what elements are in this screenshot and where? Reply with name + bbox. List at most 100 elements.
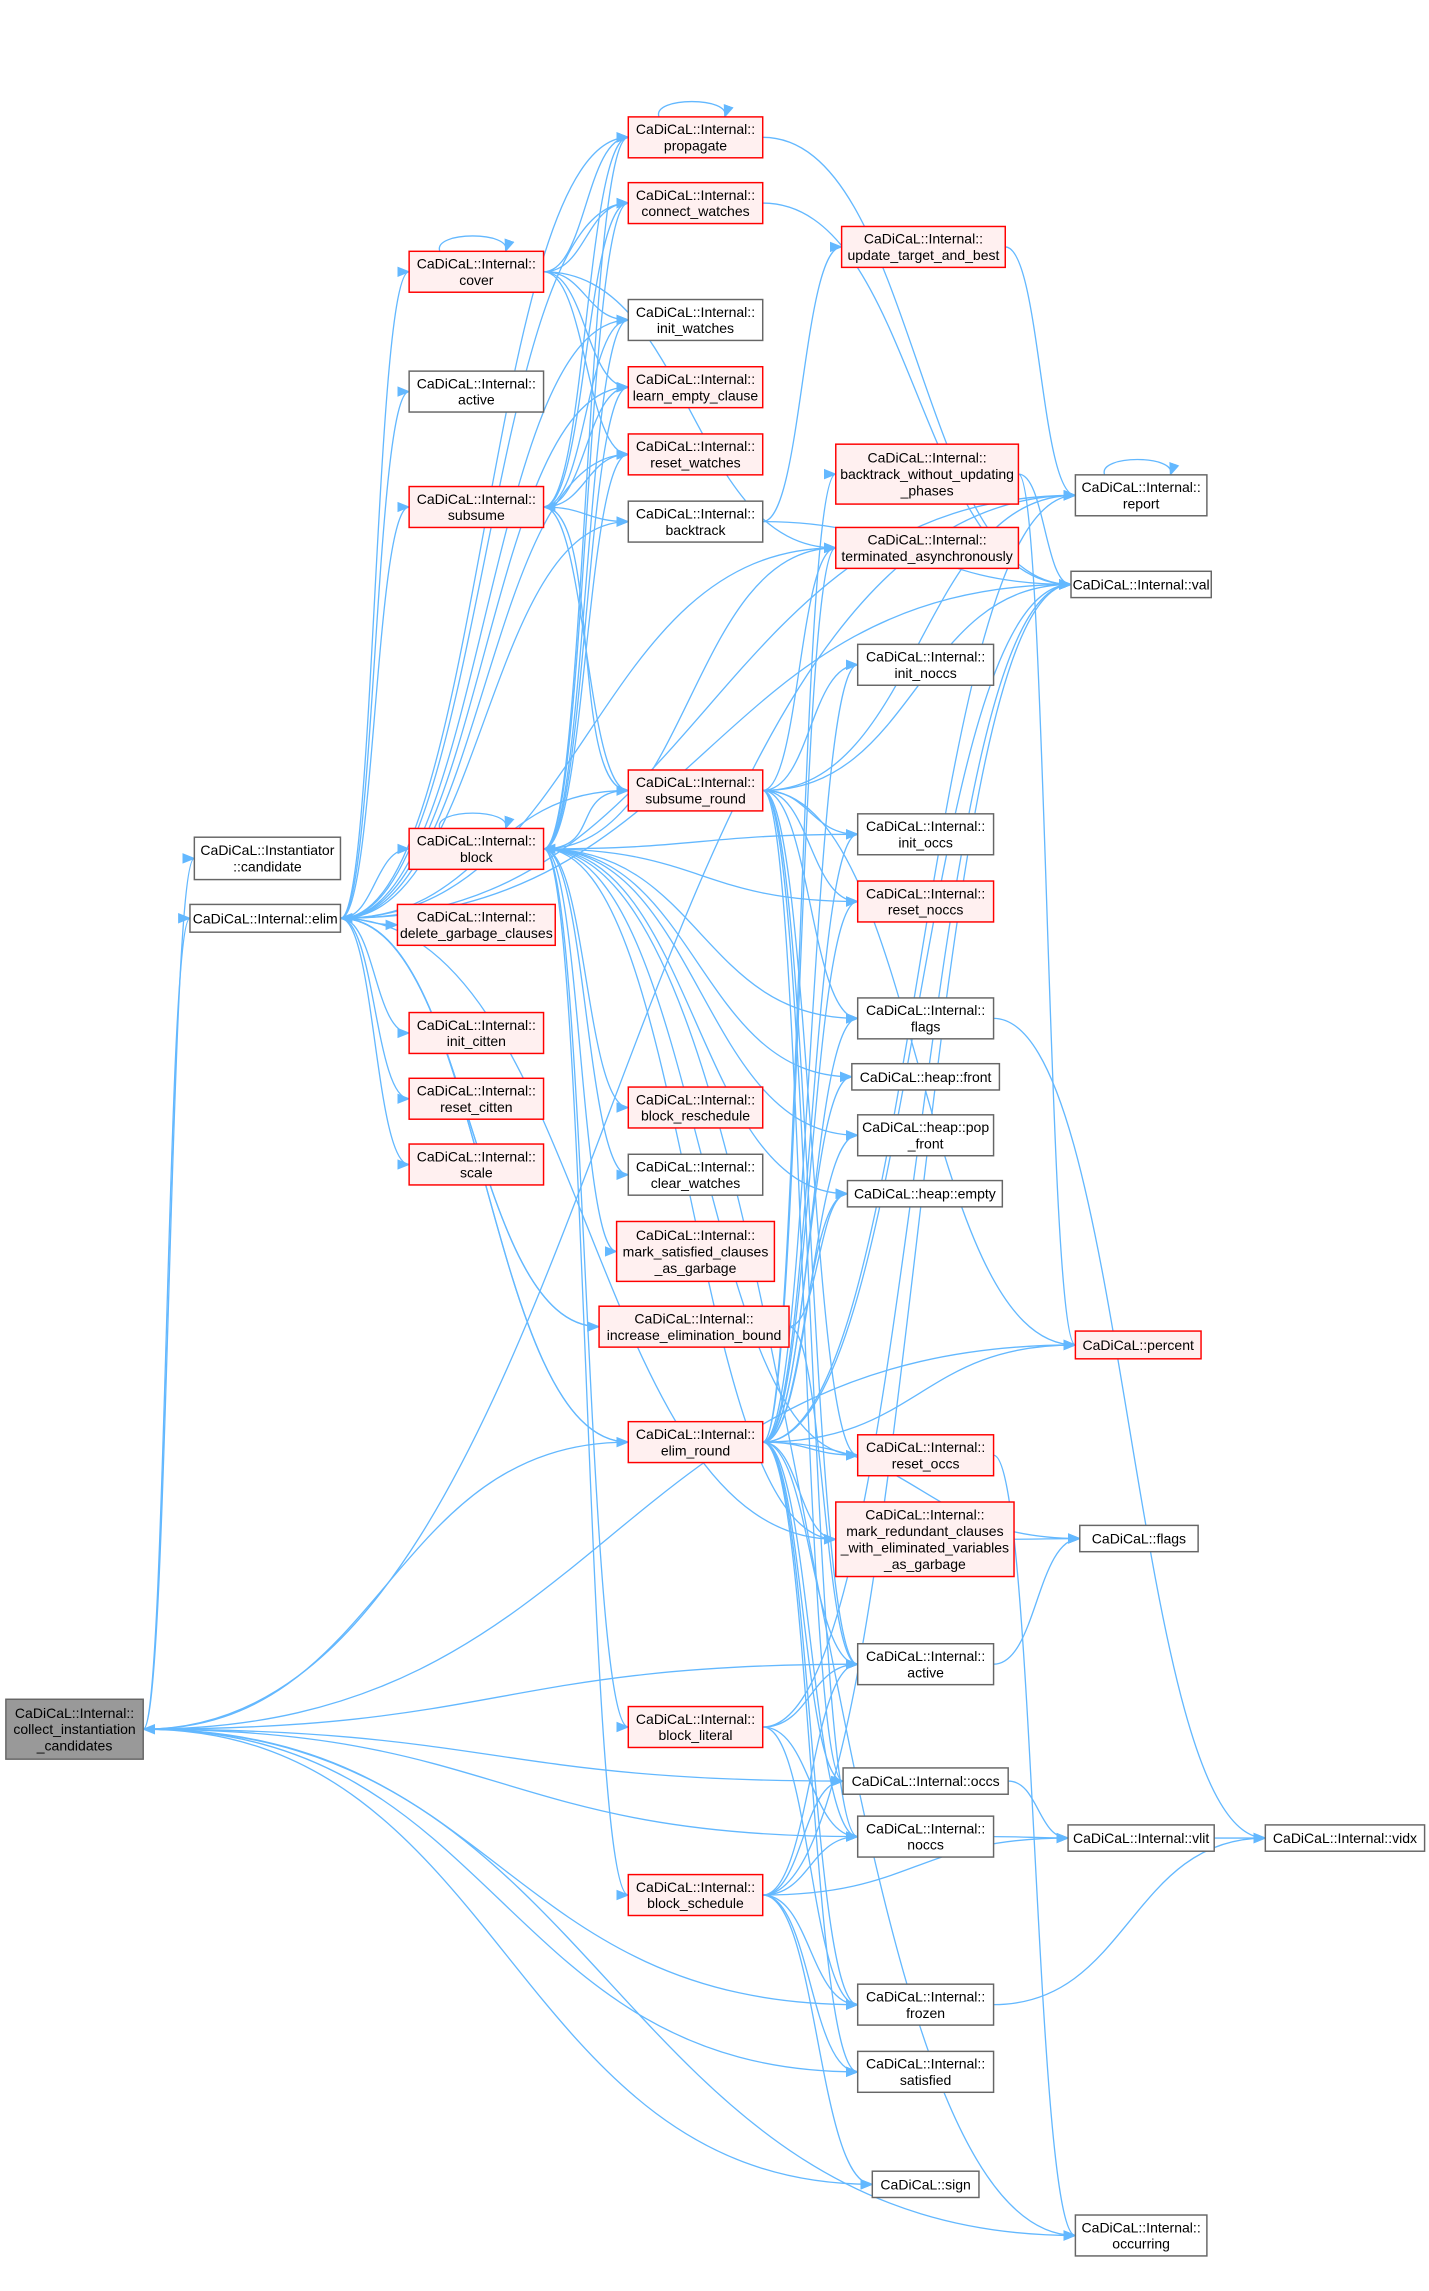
node-label-line: frozen: [906, 2005, 945, 2021]
node-update_target[interactable]: CaDiCaL::Internal::update_target_and_bes…: [840, 225, 1006, 269]
node-label-line: CaDiCaL::Internal::: [867, 450, 986, 466]
edge-incr_bound-to-elim: [339, 913, 600, 1328]
node-reset_watches[interactable]: CaDiCaL::Internal::reset_watches: [627, 433, 764, 476]
node-label-line: _front: [907, 1135, 944, 1151]
node-learn_empty[interactable]: CaDiCaL::Internal::learn_empty_clause: [627, 366, 764, 409]
node-label-line: CaDiCaL::Internal::: [636, 774, 755, 790]
node-occs[interactable]: CaDiCaL::Internal::occs: [842, 1767, 1009, 1795]
edge-block-to-init_watches: [543, 314, 630, 850]
node-label-line: CaDiCaL::Internal::: [417, 1148, 536, 1164]
edge-block_schedule-to-satisfied: [762, 1894, 860, 2078]
node-label-line: active: [458, 392, 495, 408]
node-box: [408, 1011, 545, 1055]
node-percent[interactable]: CaDiCaL::percent: [1074, 1330, 1202, 1360]
edge-elim_round-to-active2: [762, 1441, 860, 1670]
node-label-line: CaDiCaL::Internal::: [636, 304, 755, 320]
node-label-line: CaDiCaL::Internal::: [866, 885, 985, 901]
node-block_literal[interactable]: CaDiCaL::Internal::block_literal: [627, 1705, 764, 1749]
node-elim_round[interactable]: CaDiCaL::Internal::elim_round: [627, 1420, 764, 1464]
node-terminated[interactable]: CaDiCaL::Internal::terminated_asynchrono…: [835, 526, 1020, 570]
node-label-line: CaDiCaL::flags: [1092, 1531, 1186, 1547]
node-connect[interactable]: CaDiCaL::Internal::connect_watches: [627, 181, 764, 225]
node-elim[interactable]: CaDiCaL::Internal::elim: [189, 903, 342, 933]
node-box: [856, 880, 995, 923]
node-heap_front[interactable]: CaDiCaL::heap::front: [851, 1062, 1001, 1091]
node-label-line: reset_watches: [650, 455, 740, 471]
node-heap_empty[interactable]: CaDiCaL::heap::empty: [846, 1179, 1004, 1208]
node-vidx[interactable]: CaDiCaL::Internal::vidx: [1264, 1824, 1426, 1852]
edge-occs-to-vlit: [1008, 1780, 1070, 1844]
node-init_occs[interactable]: CaDiCaL::Internal::init_occs: [856, 813, 995, 856]
node-init_noccs[interactable]: CaDiCaL::Internal::init_noccs: [856, 643, 995, 686]
node-box: [598, 1305, 790, 1348]
node-dgc[interactable]: CaDiCaL::Internal::delete_garbage_clause…: [396, 903, 556, 947]
node-label-line: reset_citten: [440, 1099, 512, 1115]
node-candidate[interactable]: CaDiCaL::Instantiator::candidate: [193, 836, 342, 881]
node-label-line: CaDiCaL::Internal::: [636, 1227, 755, 1243]
node-mark_red[interactable]: CaDiCaL::Internal::mark_redundant_clause…: [835, 1501, 1015, 1578]
node-label-line: init_noccs: [894, 665, 956, 681]
node-active2[interactable]: CaDiCaL::Internal::active: [856, 1643, 995, 1686]
node-block_reschedule[interactable]: CaDiCaL::Internal::block_reschedule: [627, 1086, 764, 1129]
node-incr_bound[interactable]: CaDiCaL::Internal::increase_elimination_…: [598, 1305, 790, 1348]
node-occurring[interactable]: CaDiCaL::Internal::occurring: [1074, 2214, 1208, 2257]
node-box: [627, 1153, 764, 1196]
node-cover[interactable]: CaDiCaL::Internal::cover: [408, 250, 545, 293]
node-flags_c[interactable]: CaDiCaL::flags: [1079, 1524, 1199, 1553]
node-sign[interactable]: CaDiCaL::sign: [871, 2170, 980, 2199]
node-subsume[interactable]: CaDiCaL::Internal::subsume: [408, 485, 545, 529]
node-report[interactable]: CaDiCaL::Internal::report: [1074, 474, 1208, 517]
node-label-line: ::candidate: [233, 859, 302, 875]
node-reset_citten[interactable]: CaDiCaL::Internal::reset_citten: [408, 1077, 545, 1120]
node-label-line: collect_instantiation: [13, 1721, 135, 1737]
node-clear_watches[interactable]: CaDiCaL::Internal::clear_watches: [627, 1153, 764, 1196]
node-subsume_round[interactable]: CaDiCaL::Internal::subsume_round: [627, 769, 764, 812]
node-propagate[interactable]: CaDiCaL::Internal::propagate: [627, 116, 764, 159]
edge-block_schedule-to-noccs: [762, 1831, 860, 1896]
node-label-line: CaDiCaL::Internal::: [866, 2056, 985, 2072]
node-box: [835, 443, 1020, 505]
edge-report-to-report: [1103, 458, 1180, 477]
node-label-line: update_target_and_best: [847, 247, 999, 263]
node-label-line: CaDiCaL::Internal::: [417, 491, 536, 507]
edge-elim-to-connect: [340, 197, 630, 919]
node-reset_noccs[interactable]: CaDiCaL::Internal::reset_noccs: [856, 880, 995, 923]
node-box: [408, 1143, 545, 1186]
node-mark_sat[interactable]: CaDiCaL::Internal::mark_satisfied_clause…: [615, 1220, 776, 1283]
node-label-line: CaDiCaL::Internal::: [636, 505, 755, 521]
node-backtrack[interactable]: CaDiCaL::Internal::backtrack: [627, 500, 764, 543]
node-heap_pop[interactable]: CaDiCaL::heap::pop_front: [856, 1114, 995, 1157]
node-label-line: CaDiCaL::Internal::vlit: [1073, 1830, 1209, 1846]
edge-elim_round-to-noccs: [762, 1441, 860, 1842]
node-label-line: CaDiCaL::Internal::: [866, 1439, 985, 1455]
node-bt_wo[interactable]: CaDiCaL::Internal::backtrack_without_upd…: [835, 443, 1020, 505]
edge-block-to-learn_empty: [543, 382, 630, 850]
node-label-line: CaDiCaL::Internal::: [636, 371, 755, 387]
node-box: [1264, 1824, 1426, 1852]
edge-elim_round-to-mark_red: [762, 1441, 838, 1545]
node-active1[interactable]: CaDiCaL::Internal::active: [408, 370, 545, 413]
node-noccs[interactable]: CaDiCaL::Internal::noccs: [856, 1815, 995, 1858]
node-block[interactable]: CaDiCaL::Internal::block: [408, 827, 545, 871]
node-block_schedule[interactable]: CaDiCaL::Internal::block_schedule: [627, 1873, 764, 1917]
node-satisfied[interactable]: CaDiCaL::Internal::satisfied: [856, 2050, 995, 2094]
edge-subsume_round-to-flags: [762, 789, 860, 1024]
edge-incr_bound-to-heap_empty: [788, 1188, 849, 1328]
edge-C-to-occurring: [143, 1728, 1077, 2241]
edge-elim_round-to-frozen: [762, 1441, 860, 2010]
node-vlit[interactable]: CaDiCaL::Internal::vlit: [1067, 1824, 1215, 1852]
node-frozen[interactable]: CaDiCaL::Internal::frozen: [856, 1983, 995, 2026]
node-val[interactable]: CaDiCaL::Internal::val: [1070, 570, 1213, 599]
edge-block_literal-to-active2: [762, 1658, 860, 1728]
edge-elim_round-to-flags_c: [762, 1441, 1082, 1544]
node-C[interactable]: CaDiCaL::Internal::collect_instantiation…: [5, 1698, 144, 1760]
edge-C-to-percent: [143, 1339, 1077, 1730]
node-box: [856, 2050, 995, 2094]
edge-elim-to-val: [340, 579, 1073, 919]
node-flags[interactable]: CaDiCaL::Internal::flags: [856, 997, 995, 1040]
node-reset_occs[interactable]: CaDiCaL::Internal::reset_occs: [856, 1434, 995, 1477]
node-init_citten[interactable]: CaDiCaL::Internal::init_citten: [408, 1011, 545, 1055]
node-scale[interactable]: CaDiCaL::Internal::scale: [408, 1143, 545, 1186]
node-init_watches[interactable]: CaDiCaL::Internal::init_watches: [627, 298, 764, 342]
edge-block_schedule-to-active2: [762, 1658, 860, 1896]
